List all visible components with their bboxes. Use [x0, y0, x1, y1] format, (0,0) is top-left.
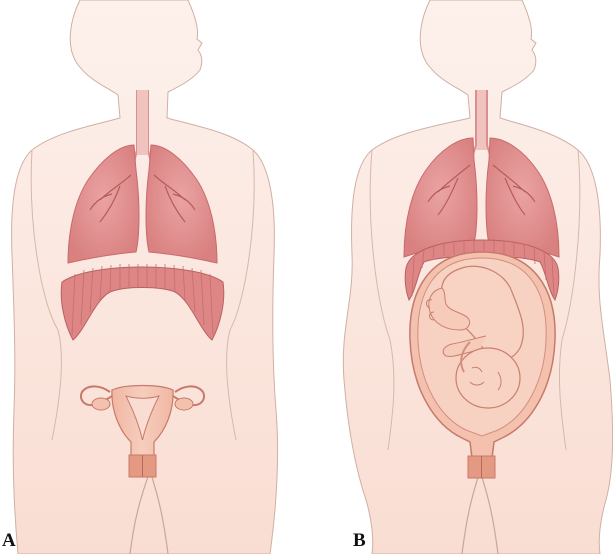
- panel-label-a: A: [2, 531, 16, 550]
- right-ovary: [175, 398, 193, 410]
- trachea-body-b: [476, 90, 487, 150]
- left-ovary: [92, 398, 110, 410]
- panel-b-figure: [343, 0, 612, 554]
- trachea-body: [137, 90, 148, 155]
- panel-label-b: B: [353, 531, 366, 550]
- fetus-head: [456, 348, 520, 408]
- panel-a-figure: [12, 0, 278, 554]
